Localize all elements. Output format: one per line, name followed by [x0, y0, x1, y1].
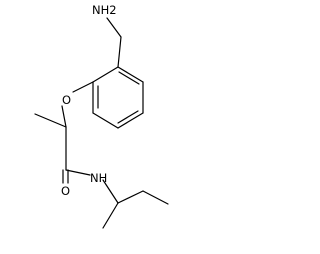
ring-bond-4 [92, 112, 119, 129]
bond-ch-methyl-2 [102, 202, 119, 229]
bond-ch2-nh2 [106, 17, 122, 38]
atom-label-nh2: NH2 [92, 3, 117, 17]
bond-ch-ethyl-ch2 [117, 190, 144, 204]
ring-bond-1 [117, 66, 144, 83]
bond-nh-ch [102, 179, 119, 204]
bond-ch-methyl [34, 113, 67, 128]
structure-diagram: NH2 O O NH [0, 0, 186, 254]
ring-double-bond-a [118, 71, 140, 85]
canvas-background [0, 0, 186, 254]
ring-bond-3 [117, 112, 144, 129]
atom-label-carbonyl-o: O [61, 184, 70, 198]
bond-c-nh [65, 169, 91, 176]
bond-o-ch [61, 105, 67, 128]
atom-label-ether-o: O [62, 93, 71, 107]
bond-ring-ch2 [117, 36, 122, 68]
ring-bond-6 [92, 66, 119, 83]
bond-ethyl-ch3 [142, 190, 169, 205]
ring-double-bond-b [117, 110, 139, 124]
bond-ring-o [72, 81, 94, 93]
atom-label-amide-nh: NH [90, 171, 107, 185]
